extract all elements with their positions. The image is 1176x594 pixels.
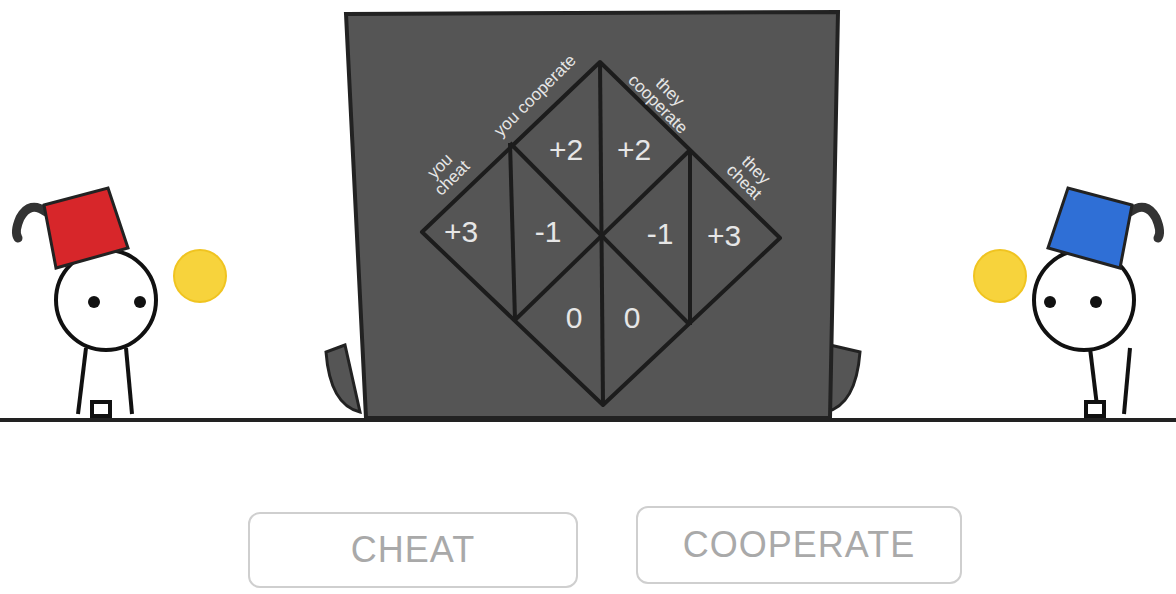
choice-button: CHEAT: [248, 512, 578, 588]
button-label: COOPERATE: [683, 524, 915, 566]
payoff-number: +2: [604, 135, 664, 165]
payoff-number: -1: [518, 217, 578, 247]
payoff-number: +3: [694, 221, 754, 251]
choice-button: COOPERATE: [636, 506, 962, 584]
payoff-number: 0: [554, 303, 594, 333]
payoff-number: +2: [536, 135, 596, 165]
payoff-number: 0: [612, 303, 652, 333]
button-label: CHEAT: [351, 529, 475, 571]
payoff-number: +3: [431, 217, 491, 247]
payoff-number: -1: [630, 219, 690, 249]
